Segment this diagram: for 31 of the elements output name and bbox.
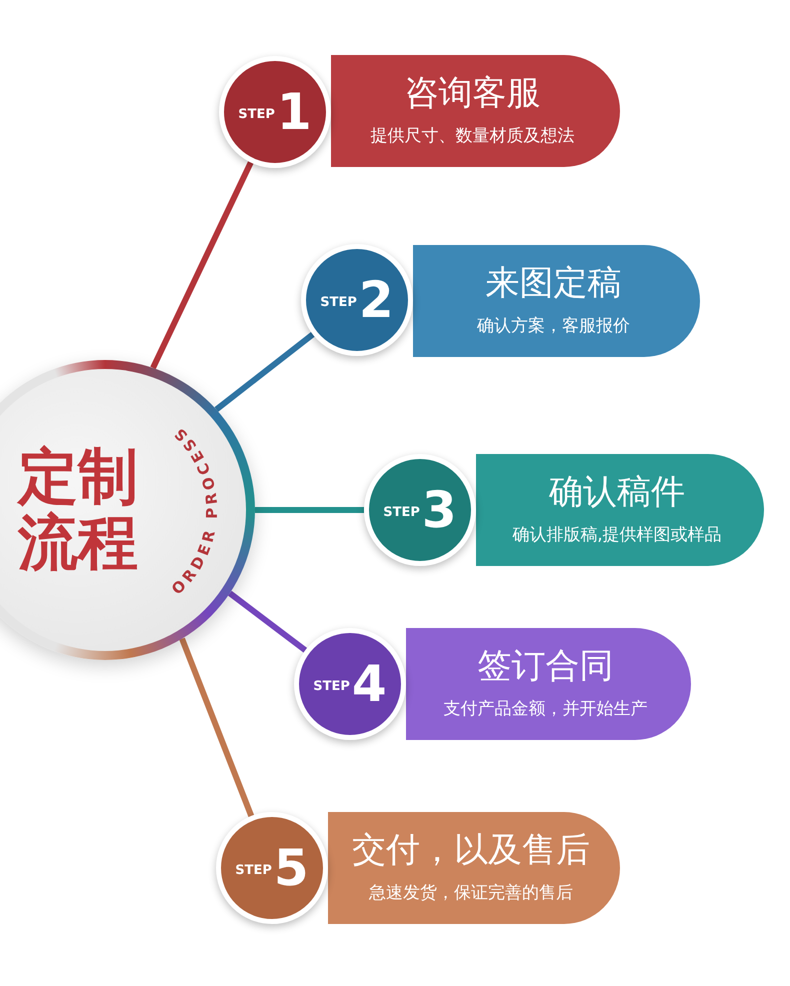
step-title: 来图定稿: [486, 264, 622, 302]
connector-line: [228, 590, 308, 653]
step-label: STEP: [235, 862, 272, 878]
step-description: 支付产品金额，并开始生产: [444, 698, 648, 720]
step-number: 3: [422, 485, 457, 535]
step-description: 确认排版稿,提供样图或样品: [512, 524, 722, 546]
step-label: STEP: [320, 294, 357, 310]
step-pill: [406, 628, 691, 740]
step-pill: [413, 245, 700, 357]
step-pill: [476, 454, 764, 566]
connector-line: [150, 161, 254, 370]
step-title: 交付，以及售后: [352, 832, 590, 870]
step-number: 5: [274, 843, 309, 893]
step-description: 确认方案，客服报价: [477, 315, 630, 338]
step-title: 签订合同: [478, 648, 614, 686]
step-title: 确认稿件: [549, 474, 685, 512]
step-description: 急速发货，保证完善的售后: [369, 882, 573, 904]
connector-line: [179, 638, 254, 818]
step-description: 提供尺寸、数量材质及想法: [370, 125, 574, 148]
step-pill: [331, 55, 620, 167]
step-title: 咨询客服: [404, 74, 540, 112]
step-number: 1: [276, 87, 312, 137]
step-number: 2: [358, 275, 394, 325]
connector-line: [255, 507, 364, 513]
step-label: STEP: [238, 106, 275, 122]
connector-line: [214, 332, 315, 412]
step-label: STEP: [313, 678, 350, 694]
step-label: STEP: [383, 504, 420, 520]
step-number: 4: [352, 659, 387, 709]
step-pill: [328, 812, 620, 924]
title-text: 定制流程: [18, 444, 138, 576]
